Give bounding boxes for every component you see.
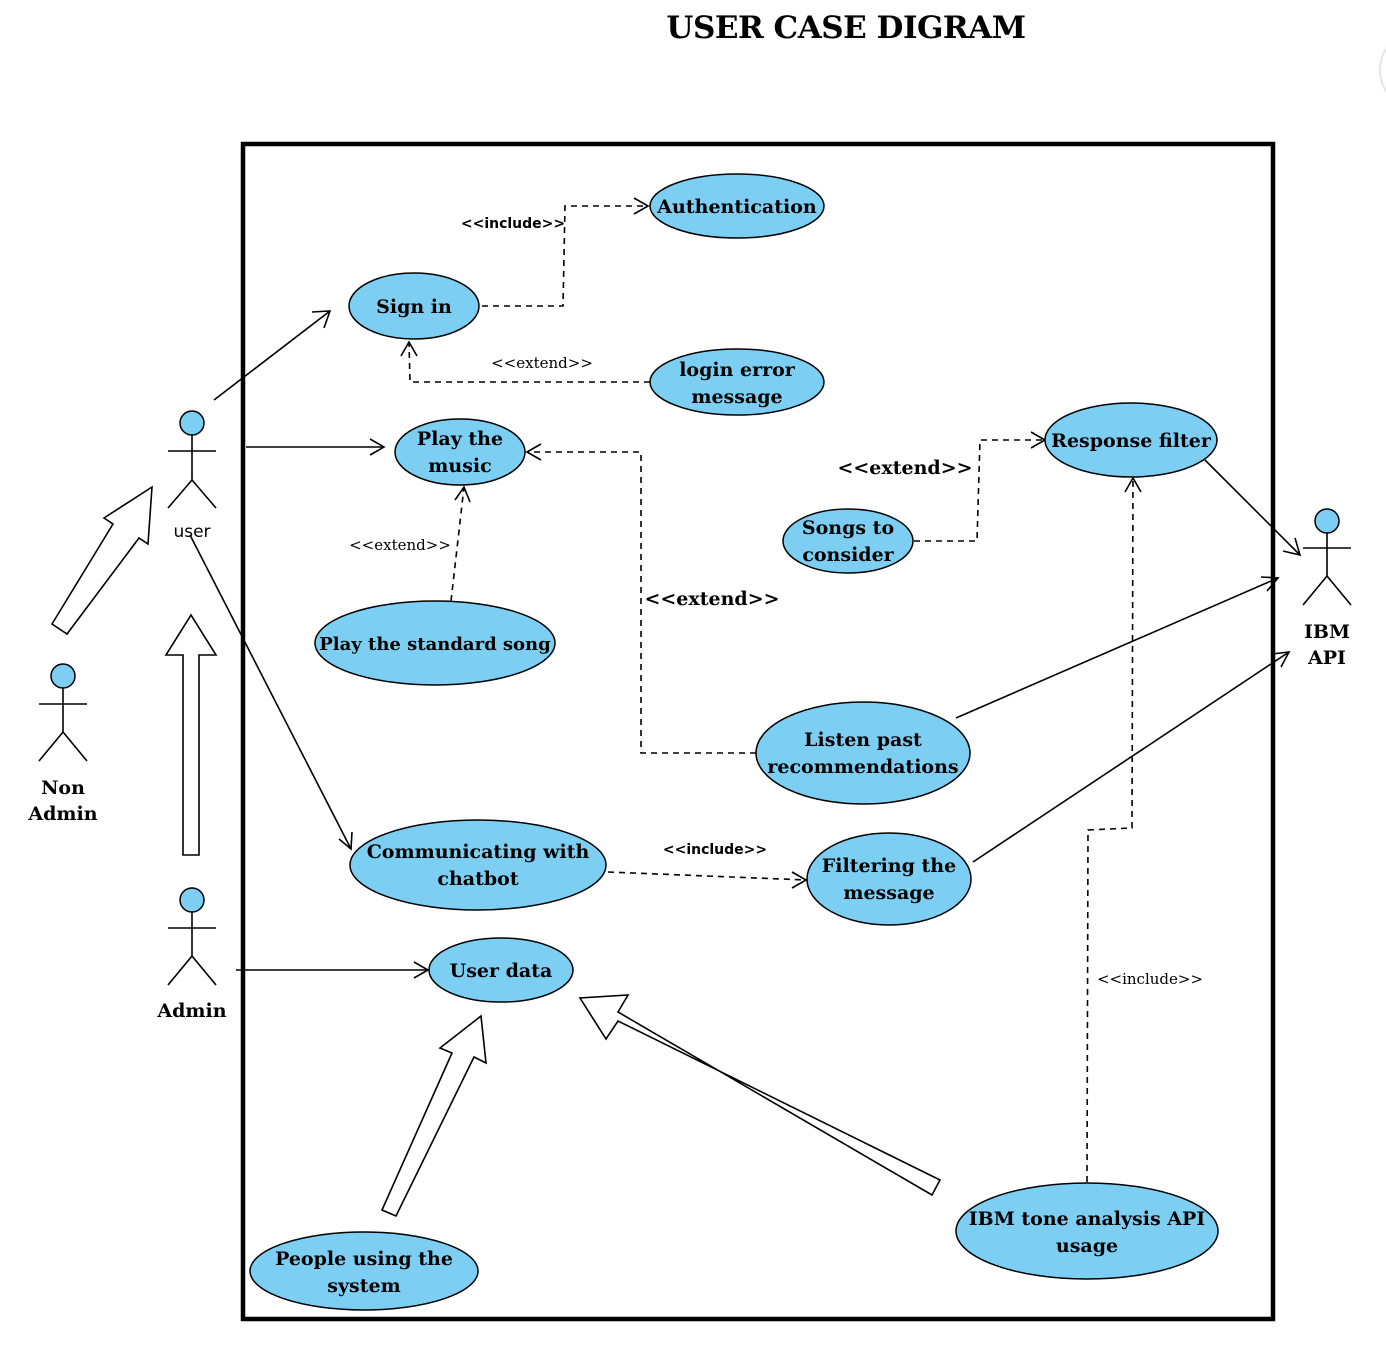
generalization-people-userdata: [380, 1014, 487, 1218]
include-signin-authentication: [482, 197, 650, 307]
actor-non-admin-label-line2: Admin: [27, 803, 97, 825]
assoc-admin-userdata: [236, 961, 430, 979]
assoc-user-signin: [213, 310, 332, 401]
assoc-user-chatbot: [189, 534, 353, 851]
svg-text:People using the: People using the: [275, 1248, 453, 1270]
extend-songs-responsefilter: [914, 431, 1047, 542]
svg-text:Sign in: Sign in: [376, 296, 452, 318]
svg-text:recommendations: recommendations: [767, 756, 958, 778]
svg-text:music: music: [428, 455, 491, 477]
stereotype-include-tone: <<include>>: [1097, 970, 1203, 988]
svg-text:message: message: [843, 882, 934, 904]
use-case-play-standard-song[interactable]: Play the standard song: [314, 600, 556, 686]
actor-ibm-api-label-line1: IBM: [1304, 621, 1350, 643]
use-case-user-data[interactable]: User data: [428, 937, 574, 1003]
svg-text:User data: User data: [450, 960, 553, 982]
extend-standard-playmusic: [450, 485, 471, 602]
use-case-authentication[interactable]: Authentication: [649, 173, 825, 239]
stereotype-extend-listen: <<extend>>: [644, 588, 779, 610]
include-chatbot-filtering: [607, 871, 808, 889]
svg-text:usage: usage: [1056, 1235, 1118, 1257]
svg-text:Authentication: Authentication: [656, 196, 817, 218]
actor-admin[interactable]: Admin: [156, 887, 227, 1022]
assoc-responsefilter-ibmapi: [1204, 459, 1302, 557]
use-case-login-error-message[interactable]: login error message: [649, 348, 825, 416]
svg-text:Songs to: Songs to: [802, 517, 894, 539]
svg-text:login error: login error: [679, 359, 796, 381]
svg-text:system: system: [327, 1275, 400, 1297]
use-case-play-the-music[interactable]: Play the music: [394, 418, 526, 486]
edge-circle-decoration: [1379, 47, 1386, 93]
stereotype-include-filter: <<include>>: [663, 842, 767, 858]
use-case-people-using-the-system[interactable]: People using the system: [249, 1231, 479, 1311]
use-case-response-filter[interactable]: Response filter: [1044, 402, 1218, 478]
svg-text:Response filter: Response filter: [1051, 430, 1212, 452]
svg-text:Play the standard song: Play the standard song: [319, 634, 551, 655]
assoc-listen-ibmapi: [955, 576, 1280, 719]
extend-listen-playmusic: [525, 443, 756, 754]
stereotype-include-auth: <<include>>: [461, 216, 565, 232]
generalization-nonadmin-user: [50, 485, 153, 636]
assoc-filtering-ibmapi: [972, 651, 1291, 863]
actor-ibm-api-label-line2: API: [1307, 647, 1346, 669]
svg-text:Communicating with: Communicating with: [367, 841, 590, 863]
use-case-filtering-the-message[interactable]: Filtering the message: [806, 832, 972, 926]
svg-text:Play the: Play the: [417, 428, 503, 450]
assoc-user-playmusic: [246, 438, 386, 456]
extend-loginerror-signin: [400, 340, 650, 383]
use-case-communicating-with-chatbot[interactable]: Communicating with chatbot: [349, 819, 607, 911]
stereotype-extend-songs: <<extend>>: [837, 457, 972, 479]
svg-text:Filtering the: Filtering the: [822, 855, 956, 877]
svg-text:consider: consider: [802, 544, 894, 566]
stereotype-extend-standard: <<extend>>: [349, 536, 451, 554]
svg-text:chatbot: chatbot: [437, 868, 518, 890]
use-case-listen-past-recommendations[interactable]: Listen past recommendations: [755, 701, 971, 805]
generalization-admin-user: [164, 613, 218, 856]
include-tone-responsefilter: [1086, 476, 1142, 1183]
svg-text:message: message: [691, 386, 782, 408]
actor-user[interactable]: user: [167, 410, 217, 542]
system-boundary: [240, 141, 1276, 1322]
stereotype-extend-login: <<extend>>: [491, 354, 593, 372]
use-case-sign-in[interactable]: Sign in: [348, 272, 480, 340]
use-case-songs-to-consider[interactable]: Songs to consider: [782, 508, 914, 574]
svg-text:IBM tone analysis API: IBM tone analysis API: [969, 1208, 1206, 1230]
diagram-title: USER CASE DIGRAM: [666, 10, 1025, 46]
actor-non-admin[interactable]: Non Admin: [27, 663, 98, 825]
actor-ibm-api[interactable]: IBM API: [1302, 508, 1352, 669]
svg-text:Listen past: Listen past: [804, 729, 922, 751]
actor-admin-label: Admin: [156, 1000, 226, 1022]
actor-user-label: user: [173, 522, 210, 542]
generalization-tone-userdata: [578, 994, 942, 1197]
actor-non-admin-label-line1: Non: [41, 777, 85, 799]
use-case-ibm-tone-analysis-api-usage[interactable]: IBM tone analysis API usage: [955, 1182, 1219, 1280]
